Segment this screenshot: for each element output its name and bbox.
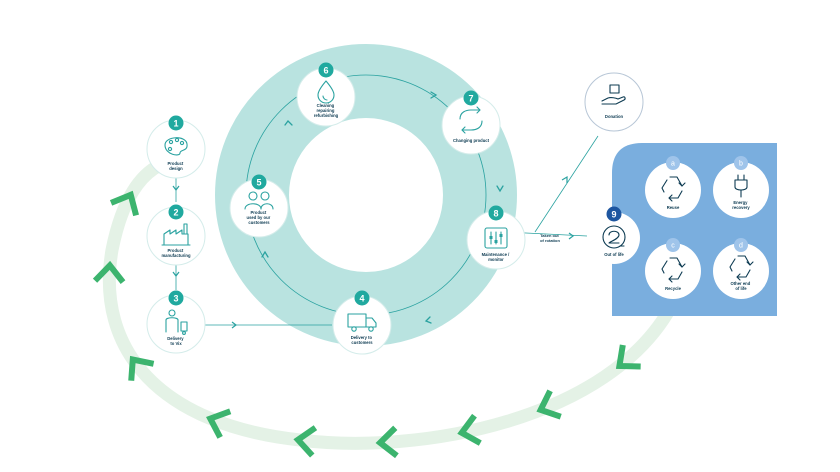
option-c-letter: c — [671, 243, 675, 250]
option-a-label: Reuse — [667, 205, 680, 210]
step-3-number: 3 — [173, 294, 178, 304]
drop-icon — [317, 80, 335, 104]
recycle-icon — [602, 225, 626, 249]
return-chevron-6 — [206, 408, 232, 439]
step-6-label: Cleaning repairing refurbishing — [314, 103, 339, 118]
step-5-label: Product used by our customers — [247, 210, 272, 225]
cycle-direction-arrows — [261, 91, 504, 324]
return-chevron-2 — [536, 389, 562, 420]
donation-node[interactable]: Donation — [584, 72, 644, 132]
option-c-recycle[interactable]: c Recycle — [645, 238, 701, 299]
cycle-step-5[interactable]: 5 Product used by our customers — [229, 174, 289, 238]
linear-step-2[interactable]: 2 Product manufacturing — [146, 204, 206, 266]
step-7-number: 7 — [468, 94, 473, 104]
end-of-life-label: Out of life — [604, 252, 624, 257]
option-a-reuse[interactable]: a Reuse — [645, 156, 701, 218]
factory-icon — [161, 223, 191, 246]
end-of-life-node[interactable]: 9 Out of life — [588, 206, 640, 265]
step-2-label: Product manufacturing — [161, 248, 191, 258]
step-1-number: 1 — [173, 119, 178, 129]
option-b-letter: b — [739, 161, 743, 168]
return-chevron-7 — [128, 355, 155, 381]
recycle-icon — [661, 257, 686, 283]
return-chevron-1 — [615, 344, 641, 370]
return-loop-track — [102, 158, 679, 450]
option-d-other-end-of-life[interactable]: d Other end of life — [713, 238, 769, 299]
cycle-arrows-icon — [459, 106, 483, 134]
linear-step-1[interactable]: 1 Product design — [146, 115, 206, 179]
people-icon — [244, 191, 274, 210]
truck-icon — [347, 313, 377, 332]
plug-icon — [734, 174, 748, 198]
option-d-label: Other end of life — [731, 281, 752, 291]
return-loop-chevrons — [92, 190, 641, 459]
linear-step-3[interactable]: 3 Delivery to Vix — [146, 290, 206, 354]
cycle-step-6[interactable]: 6 Cleaning repairing refurbishing — [296, 62, 356, 127]
step-4-label: Delivery to customers — [351, 335, 374, 345]
option-d-letter: d — [739, 243, 743, 250]
option-a-letter: a — [671, 161, 675, 168]
step-8-label: Maintenance / monitor — [482, 252, 511, 262]
recycle-icon — [661, 176, 686, 202]
equalizer-icon — [484, 227, 508, 249]
step-5-number: 5 — [256, 178, 261, 188]
step-4-number: 4 — [359, 294, 364, 304]
cycle-step-4[interactable]: 4 Delivery to customers — [332, 290, 392, 355]
step-8-number: 8 — [493, 209, 498, 219]
return-chevron-9 — [109, 190, 139, 217]
worker-icon — [165, 309, 188, 335]
step-3-label: Delivery to Vix — [167, 336, 184, 346]
step-1-label: Product design — [168, 161, 185, 171]
option-b-label: Energy recovery — [732, 200, 750, 210]
option-b-energy-recovery[interactable]: b Energy recovery — [713, 156, 769, 218]
return-chevron-8 — [92, 260, 126, 284]
return-chevron-3 — [457, 413, 482, 446]
return-chevron-4 — [375, 425, 399, 459]
step-2-number: 2 — [173, 208, 178, 218]
cycle-step-7[interactable]: 7 Changing product — [441, 90, 501, 155]
connectors — [172, 135, 599, 329]
palette-icon — [164, 137, 188, 156]
return-chevron-5 — [293, 425, 318, 458]
cycle-step-8[interactable]: 8 Maintenance / monitor — [466, 205, 526, 270]
taken-out-label: Taken out of rotation — [540, 233, 560, 243]
step-6-number: 6 — [323, 66, 328, 76]
step-7-label: Changing product — [453, 138, 490, 143]
step-9-number: 9 — [611, 210, 616, 220]
hand-box-icon — [601, 84, 626, 105]
donation-label: Donation — [605, 114, 624, 119]
option-c-label: Recycle — [665, 286, 682, 291]
recycle-icon — [729, 255, 754, 281]
